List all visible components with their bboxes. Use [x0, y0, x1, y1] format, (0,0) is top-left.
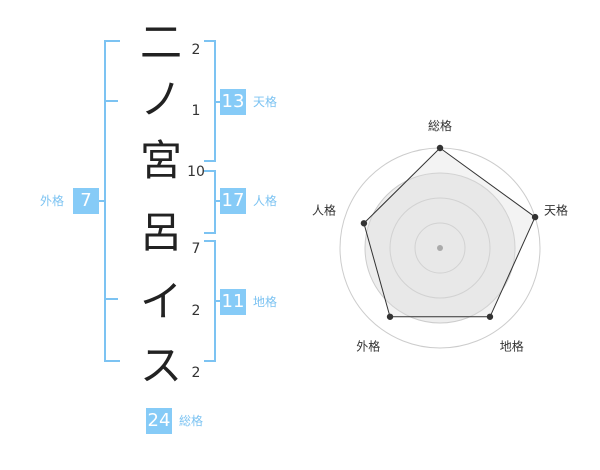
jinkaku-connector [214, 200, 220, 202]
gaikaku-bracket [104, 40, 120, 362]
name-char-4: 呂 [140, 208, 183, 257]
gaikaku-label: 外格 [40, 194, 65, 208]
radar-center-dot [437, 245, 443, 251]
radar-axis-label-5: 人格 [312, 202, 336, 217]
tenkaku-value: 13 [220, 89, 246, 115]
gaikaku-tick-bottom [104, 298, 118, 300]
gaikaku-tick-top [104, 100, 118, 102]
radar-axis-label-1: 総格 [428, 118, 452, 133]
jinkaku-bracket [204, 170, 216, 234]
stroke-count-2: 1 [191, 103, 201, 119]
name-char-5: イ [140, 277, 183, 326]
jinkaku-label: 人格 [253, 194, 278, 208]
stroke-count-4: 7 [191, 241, 201, 257]
chikaku-label: 地格 [253, 295, 278, 309]
radar-point-4 [386, 313, 394, 320]
radar-point-1 [436, 144, 444, 152]
gaikaku-value: 7 [73, 188, 99, 214]
stroke-count-5: 2 [191, 303, 201, 319]
chikaku-connector [214, 300, 220, 302]
stroke-count-3: 10 [187, 164, 205, 180]
gaikaku-connector [96, 200, 104, 202]
radar-axis-label-4: 外格 [356, 339, 380, 354]
radar-point-5 [360, 220, 368, 227]
name-char-2: ノ [140, 75, 183, 124]
radar-axis-label-3: 地格 [500, 339, 524, 354]
soukaku-value: 24 [146, 408, 172, 434]
name-char-1: 二 [140, 18, 183, 67]
radar-axis-label-2: 天格 [544, 202, 568, 217]
stroke-count-1: 2 [191, 42, 201, 58]
jinkaku-value: 17 [220, 188, 246, 214]
tenkaku-connector [214, 101, 220, 103]
radar-point-2 [531, 213, 539, 221]
stroke-count-6: 2 [191, 365, 201, 381]
soukaku-label: 総格 [179, 414, 204, 428]
name-char-6: ス [140, 341, 183, 390]
tenkaku-label: 天格 [253, 95, 278, 109]
chikaku-value: 11 [220, 289, 246, 315]
radar-polygon [363, 147, 536, 318]
name-char-3: 宮 [140, 136, 183, 185]
radar-point-3 [486, 313, 494, 320]
